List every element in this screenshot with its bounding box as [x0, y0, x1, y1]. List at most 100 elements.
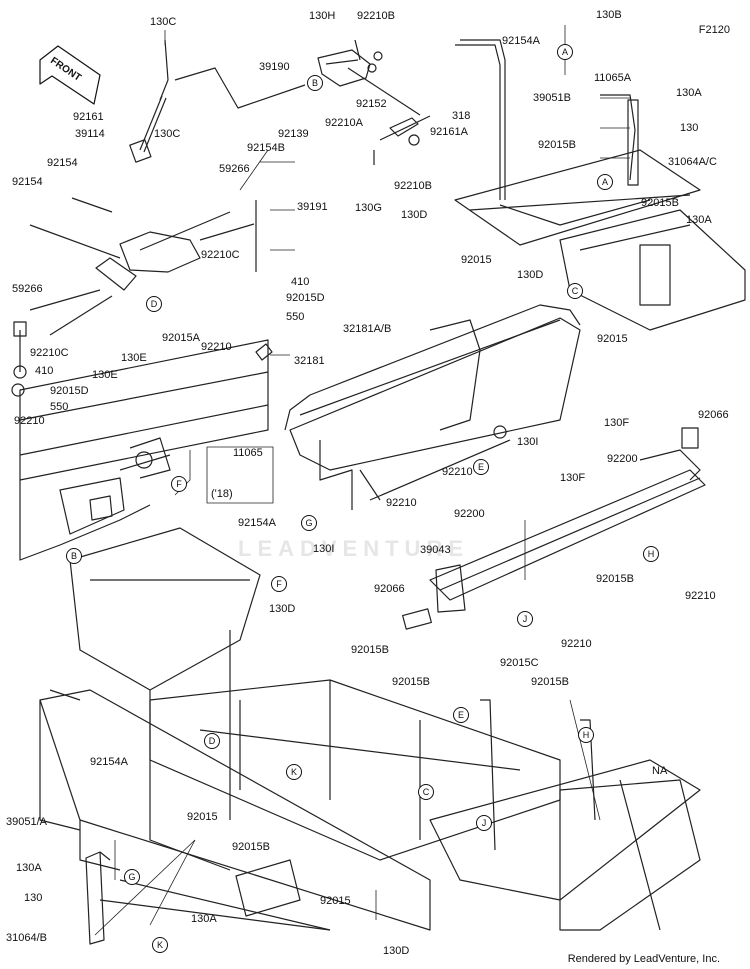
part-label-92015b-c[interactable]: 92015B: [596, 573, 634, 585]
part-label-550-left[interactable]: 550: [50, 401, 69, 413]
part-label-130a-mid[interactable]: 130A: [686, 214, 712, 226]
ref-callout-f[interactable]: F: [271, 576, 287, 592]
part-label-na[interactable]: NA: [652, 765, 668, 777]
ref-callout-j[interactable]: J: [517, 611, 533, 627]
part-label-92200-2[interactable]: 92200: [454, 508, 485, 520]
part-label-92154b[interactable]: 92154B: [247, 142, 285, 154]
part-label-92015-top[interactable]: 92015: [461, 254, 492, 266]
part-label-130b[interactable]: 130B: [596, 9, 622, 21]
ref-callout-h[interactable]: H: [643, 546, 659, 562]
part-label-92154a-top[interactable]: 92154A: [502, 35, 540, 47]
part-label-59266-left[interactable]: 59266: [12, 283, 43, 295]
part-label-92015b-a[interactable]: 92015B: [538, 139, 576, 151]
part-label-92210-left[interactable]: 92210: [14, 415, 45, 427]
part-label-92066-right[interactable]: 92066: [698, 409, 729, 421]
part-label-92210b-mid[interactable]: 92210B: [394, 180, 432, 192]
part-label-92161[interactable]: 92161: [73, 111, 104, 123]
part-label-92015b-b[interactable]: 92015B: [641, 197, 679, 209]
ref-callout-e[interactable]: E: [453, 707, 469, 723]
part-label-130d-top[interactable]: 130D: [401, 209, 428, 221]
part-label-39190[interactable]: 39190: [259, 61, 290, 73]
part-label-130a-top[interactable]: 130A: [676, 87, 702, 99]
part-label-11065a[interactable]: 11065A: [594, 72, 632, 84]
part-label-92066-left[interactable]: 92066: [374, 583, 405, 595]
part-label-130d-bot2[interactable]: 130D: [383, 945, 410, 957]
part-label-130c-mid[interactable]: 130C: [154, 128, 181, 140]
part-label-130[interactable]: 130: [680, 122, 699, 134]
part-label-130c[interactable]: 130C: [150, 16, 177, 28]
ref-callout-g[interactable]: G: [301, 515, 317, 531]
part-label-92210b[interactable]: 92210B: [357, 10, 395, 22]
ref-callout-k[interactable]: K: [286, 764, 302, 780]
part-label-92015d-left[interactable]: 92015D: [50, 385, 89, 397]
part-label-130d-mid[interactable]: 130D: [517, 269, 544, 281]
ref-callout-a[interactable]: A: [557, 44, 573, 60]
part-label-410-left[interactable]: 410: [35, 365, 54, 377]
part-label-92210c-top[interactable]: 92210C: [201, 249, 240, 261]
part-label-92015d-top[interactable]: 92015D: [286, 292, 325, 304]
part-label-92210-top[interactable]: 92210: [201, 341, 232, 353]
part-label-130e-2[interactable]: 130E: [92, 369, 118, 381]
part-label-130f-2[interactable]: 130F: [560, 472, 586, 484]
ref-callout-c[interactable]: C: [418, 784, 434, 800]
part-label-92015-b1[interactable]: 92015: [187, 811, 218, 823]
part-label-31064ac[interactable]: 31064A/C: [668, 156, 717, 168]
ref-callout-g[interactable]: G: [124, 869, 140, 885]
part-label-92152[interactable]: 92152: [356, 98, 387, 110]
ref-callout-f[interactable]: F: [171, 476, 187, 492]
part-label-92210c-left[interactable]: 92210C: [30, 347, 69, 359]
ref-callout-c[interactable]: C: [567, 283, 583, 299]
part-label-92154a-mid[interactable]: 92154A: [238, 517, 276, 529]
part-label-39051b[interactable]: 39051B: [533, 92, 571, 104]
part-label-92210-m1[interactable]: 92210: [442, 466, 473, 478]
part-label-130i-right[interactable]: 130I: [517, 436, 539, 448]
part-label-32181ab[interactable]: 32181A/B: [343, 323, 392, 335]
part-label-39191[interactable]: 39191: [297, 201, 328, 213]
ref-callout-d[interactable]: D: [204, 733, 220, 749]
part-label-92154-1[interactable]: 92154: [47, 157, 78, 169]
part-label-92015a[interactable]: 92015A: [162, 332, 200, 344]
part-label-130e-1[interactable]: 130E: [121, 352, 147, 364]
part-label-92015-mid[interactable]: 92015: [597, 333, 628, 345]
part-label-39043[interactable]: 39043: [420, 544, 451, 556]
part-label-32181[interactable]: 32181: [294, 355, 325, 367]
part-label-130h[interactable]: 130H: [309, 10, 336, 22]
ref-callout-b[interactable]: B: [307, 75, 323, 91]
ref-callout-e[interactable]: E: [473, 459, 489, 475]
part-label-92015-b2[interactable]: 92015: [320, 895, 351, 907]
part-label-130f-1[interactable]: 130F: [604, 417, 630, 429]
part-label-92210-right[interactable]: 92210: [685, 590, 716, 602]
part-label-130a-b[interactable]: 130A: [16, 862, 42, 874]
ref-callout-a[interactable]: A: [597, 174, 613, 190]
part-label-130g[interactable]: 130G: [355, 202, 382, 214]
part-label-410-top[interactable]: 410: [291, 276, 310, 288]
part-label-130d-bot1[interactable]: 130D: [269, 603, 296, 615]
ref-callout-j[interactable]: J: [476, 815, 492, 831]
part-label-92015b-d[interactable]: 92015B: [351, 644, 389, 656]
part-label-92210-bot[interactable]: 92210: [561, 638, 592, 650]
part-label-92210-m2[interactable]: 92210: [386, 497, 417, 509]
part-label-92015b-g[interactable]: 92015B: [232, 841, 270, 853]
ref-callout-h[interactable]: H: [578, 727, 594, 743]
part-label-92015b-f[interactable]: 92015B: [531, 676, 569, 688]
part-label-59266-top[interactable]: 59266: [219, 163, 250, 175]
ref-callout-b[interactable]: B: [66, 548, 82, 564]
part-label-92210a[interactable]: 92210A: [325, 117, 363, 129]
part-label-92200-1[interactable]: 92200: [607, 453, 638, 465]
part-label-130a-b2[interactable]: 130A: [191, 913, 217, 925]
part-label-92154a-bot[interactable]: 92154A: [90, 756, 128, 768]
part-label-92015b-e[interactable]: 92015B: [392, 676, 430, 688]
part-label-130-b[interactable]: 130: [24, 892, 43, 904]
part-label-318[interactable]: 318: [452, 110, 471, 122]
part-label-31064b[interactable]: 31064/B: [6, 932, 47, 944]
part-label-11065[interactable]: 11065: [233, 447, 263, 459]
part-label-92015c[interactable]: 92015C: [500, 657, 539, 669]
part-label-92154-2[interactable]: 92154: [12, 176, 43, 188]
ref-callout-k[interactable]: K: [152, 937, 168, 953]
part-label-39114[interactable]: 39114: [75, 128, 105, 140]
part-label-39051a[interactable]: 39051/A: [6, 816, 47, 828]
part-label-92161a[interactable]: 92161A: [430, 126, 468, 138]
part-label-550-top[interactable]: 550: [286, 311, 305, 323]
ref-callout-d[interactable]: D: [146, 296, 162, 312]
part-label-92139[interactable]: 92139: [278, 128, 309, 140]
